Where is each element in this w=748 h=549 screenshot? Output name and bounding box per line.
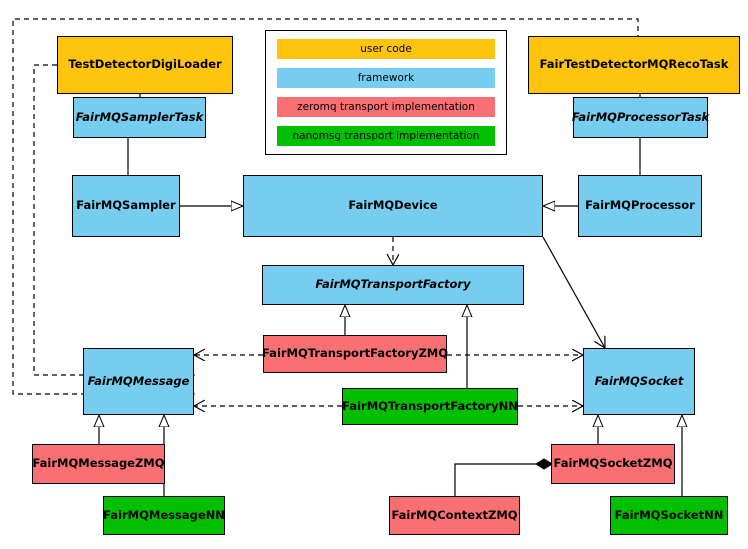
class-node-fairmqprocessortask[interactable]: FairMQProcessorTask (572, 97, 709, 138)
class-node-testdetectordigiloader[interactable]: TestDetectorDigiLoader (57, 36, 233, 94)
class-node-fairmqcontextzmq[interactable]: FairMQContextZMQ (389, 496, 520, 535)
class-node-fairmqsamplertask[interactable]: FairMQSamplerTask (73, 97, 206, 138)
class-node-fairmqmessagenn[interactable]: FairMQMessageNN (103, 496, 225, 535)
class-node-fairmqmessage[interactable]: FairMQMessage (83, 348, 194, 415)
legend-box: user code framework zeromq transport imp… (265, 30, 507, 155)
class-node-fairmqmessagezmq[interactable]: FairMQMessageZMQ (32, 444, 165, 484)
class-node-fairmqtransportfactoryzmq[interactable]: FairMQTransportFactoryZMQ (262, 335, 448, 373)
class-node-fairmqsocket[interactable]: FairMQSocket (583, 348, 695, 415)
class-node-fairmqtransportfactory[interactable]: FairMQTransportFactory (262, 265, 524, 305)
legend-item-framework: framework (277, 68, 495, 88)
class-node-fairmqsocketzmq[interactable]: FairMQSocketZMQ (551, 444, 675, 484)
class-node-fairtestdetectormqrecotask[interactable]: FairTestDetectorMQRecoTask (528, 36, 740, 94)
legend-item-zeromq: zeromq transport implementation (277, 97, 495, 117)
class-node-fairmqtransportfactorynn[interactable]: FairMQTransportFactoryNN (342, 388, 518, 425)
legend-label: nanomsg transport implementation (292, 130, 480, 142)
legend-item-user-code: user code (277, 39, 495, 59)
legend-label: zeromq transport implementation (297, 101, 475, 113)
class-node-fairmqsocketnn[interactable]: FairMQSocketNN (610, 496, 728, 535)
class-node-fairmqprocessor[interactable]: FairMQProcessor (578, 175, 702, 237)
legend-label: user code (360, 43, 412, 55)
legend-label: framework (357, 72, 415, 84)
class-node-fairmqsampler[interactable]: FairMQSampler (72, 175, 180, 237)
class-node-fairmqdevice[interactable]: FairMQDevice (243, 175, 543, 237)
legend-item-nanomsg: nanomsg transport implementation (277, 126, 495, 146)
